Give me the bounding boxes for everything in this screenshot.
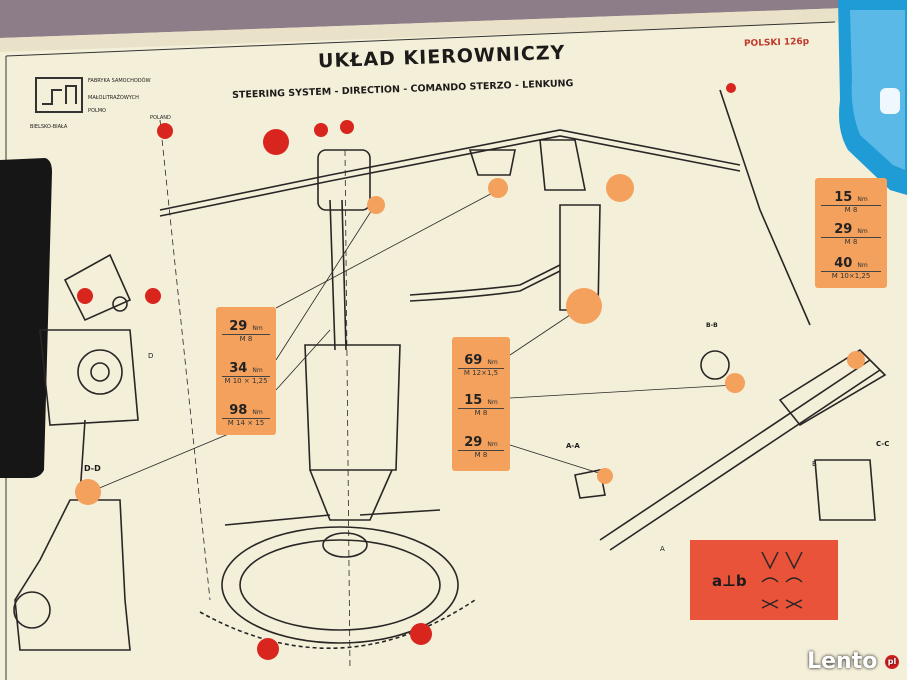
- legend-label: a⊥b: [712, 572, 747, 590]
- torque-value: 15: [834, 190, 853, 205]
- maker-line-3: POLMO: [88, 108, 106, 114]
- torque-value: 29: [464, 435, 483, 450]
- torque-spec: M 10×1,25: [821, 271, 881, 280]
- maker-line-1: FABRYKA SAMOCHODÓW: [88, 78, 151, 84]
- torque-value: 34: [229, 361, 248, 376]
- red-callouts: [77, 83, 736, 660]
- watermark-text: Lento: [807, 649, 878, 674]
- maker-line-2: MAŁOLITRAŻOWYCH: [88, 95, 139, 101]
- torque-entry: 29 Nm M 8: [815, 218, 887, 246]
- torque-box-left: 29 Nm M 8 34 Nm M 10 × 1,25 98 Nm M 14 ×…: [216, 307, 276, 435]
- country-label: POLAND: [150, 115, 171, 121]
- torque-unit: Nm: [252, 367, 263, 374]
- torque-box-center: 69 Nm M 12×1,5 15 Nm M 8 29 Nm M 8: [452, 337, 510, 471]
- torque-value: 29: [229, 319, 248, 334]
- section-label-a: A: [660, 545, 665, 553]
- torque-unit: Nm: [252, 325, 263, 332]
- torque-entry: 69 Nm M 12×1,5: [452, 349, 510, 377]
- orange-callouts: [75, 174, 865, 505]
- torque-entry: 15 Nm M 8: [815, 186, 887, 214]
- section-label-d: D: [148, 352, 154, 360]
- torque-spec: M 8: [821, 237, 881, 246]
- torque-value: 98: [229, 403, 248, 418]
- torque-value: 69: [464, 353, 483, 368]
- lento-watermark: Lento pl: [807, 649, 899, 674]
- torque-value: 15: [464, 393, 483, 408]
- torque-unit: Nm: [487, 441, 498, 448]
- torque-spec: M 12×1,5: [458, 368, 504, 377]
- torque-entry: 34 Nm M 10 × 1,25: [216, 357, 276, 385]
- torque-unit: Nm: [857, 262, 868, 269]
- torque-unit: Nm: [252, 409, 263, 416]
- watermark-suffix: pl: [885, 655, 899, 669]
- torque-spec: M 8: [821, 205, 881, 214]
- section-label-aa: A-A: [566, 442, 580, 450]
- torque-entry: 98 Nm M 14 × 15: [216, 399, 276, 427]
- torque-unit: Nm: [857, 196, 868, 203]
- torque-spec: M 14 × 15: [222, 418, 270, 427]
- torque-entry: 15 Nm M 8: [452, 389, 510, 417]
- torque-spec: M 8: [458, 450, 504, 459]
- logo-sm: [35, 77, 83, 113]
- torque-unit: Nm: [857, 228, 868, 235]
- torque-entry: 29 Nm M 8: [216, 315, 276, 343]
- torque-value: 29: [834, 222, 853, 237]
- torque-spec: M 8: [222, 334, 270, 343]
- torque-value: 40: [834, 256, 853, 271]
- section-label-bb: B-B: [706, 322, 718, 329]
- torque-entry: 29 Nm M 8: [452, 431, 510, 459]
- torque-unit: Nm: [487, 359, 498, 366]
- torque-box-right: 15 Nm M 8 29 Nm M 8 40 Nm M 10×1,25: [815, 178, 887, 288]
- torque-entry: 40 Nm M 10×1,25: [815, 252, 887, 280]
- section-label-cc: C-C: [876, 440, 890, 448]
- torque-spec: M 10 × 1,25: [222, 376, 270, 385]
- torque-spec: M 8: [458, 408, 504, 417]
- section-label-b: B: [812, 460, 817, 468]
- drawing-lines: [13, 89, 887, 671]
- maker-line-4: BIELSKO-BIAŁA: [30, 124, 68, 130]
- black-object: [0, 158, 52, 478]
- section-label-dd: D-D: [84, 464, 101, 473]
- torque-unit: Nm: [487, 399, 498, 406]
